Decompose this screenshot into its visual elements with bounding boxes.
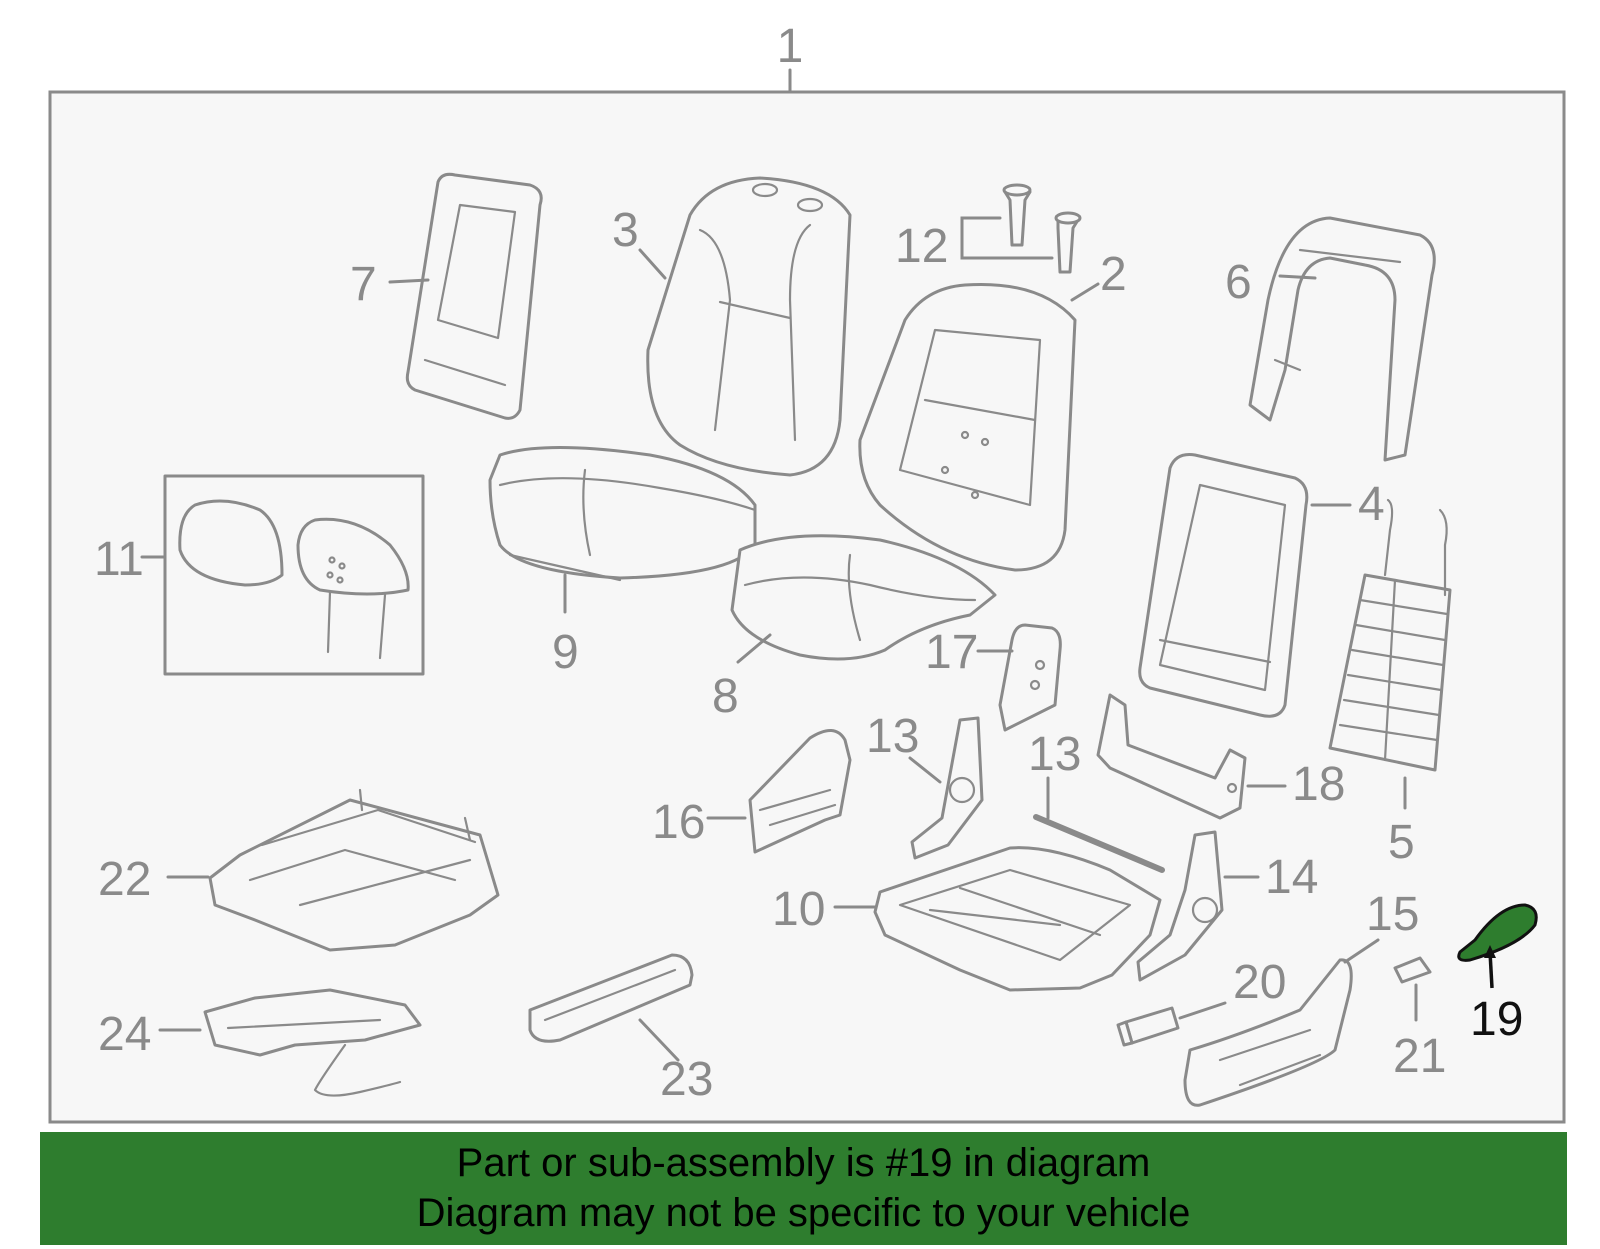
callout-23: 23 (660, 1053, 713, 1106)
part-18-cross-member (1096, 693, 1247, 820)
banner-line-part-number: Part or sub-assembly is #19 in diagram (456, 1141, 1151, 1185)
part-17-bracket (998, 623, 1062, 732)
callout-7: 7 (350, 258, 377, 311)
callout-9: 9 (552, 626, 579, 679)
part-16-side-panel (748, 729, 852, 854)
callout-10: 10 (772, 883, 825, 936)
leader-8 (736, 633, 772, 664)
callout-16: 16 (652, 796, 705, 849)
leader-3 (638, 248, 667, 280)
callout-3: 3 (612, 204, 639, 257)
part-2-seat-back-pad (858, 282, 1077, 572)
callout-1: 1 (777, 20, 804, 73)
banner-line-disclaimer: Diagram may not be specific to your vehi… (416, 1191, 1191, 1235)
part-7-back-panel (405, 172, 543, 420)
leader-7 (388, 278, 430, 284)
leader-12 (960, 216, 1054, 260)
callout-14: 13 (1028, 728, 1081, 781)
callout-13b: 14 (1265, 851, 1318, 904)
part-9-cushion-cover (488, 446, 757, 582)
part-11-headrests (178, 499, 410, 660)
callout-19: 19 (1470, 993, 1523, 1046)
callout-20: 20 (1233, 956, 1286, 1009)
callout-17: 17 (925, 626, 978, 679)
part-13-recliner-upper (910, 716, 984, 860)
part-22-seat-adjuster (208, 788, 500, 952)
leader-2 (1070, 282, 1100, 302)
callout-18: 18 (1292, 758, 1345, 811)
callout-12: 12 (895, 220, 948, 273)
callout-2: 2 (1100, 248, 1127, 301)
part-4-seat-back-frame (1138, 453, 1309, 718)
callout-6: 6 (1225, 256, 1252, 309)
callout-24: 24 (98, 1008, 151, 1061)
part-21-knob (1393, 956, 1432, 984)
leader-23 (638, 1018, 680, 1062)
callout-8: 8 (712, 670, 739, 723)
leader-6 (1278, 274, 1317, 280)
callout-4: 4 (1358, 478, 1385, 531)
leader-20 (1178, 1001, 1227, 1020)
part-8-cushion-pad (730, 534, 997, 661)
info-banner: Part or sub-assembly is #19 in diagram D… (40, 1132, 1567, 1245)
leader-13a (908, 756, 942, 784)
part-13-recliner-lower (1136, 830, 1224, 982)
callout-11: 11 (94, 533, 144, 586)
callout-22: 22 (98, 853, 151, 906)
callout-21: 21 (1393, 1030, 1446, 1083)
part-14-rod (1033, 814, 1165, 873)
callout-15: 15 (1366, 888, 1419, 941)
part-20-switch (1116, 1006, 1180, 1047)
part-3-seat-back-cover (646, 176, 852, 477)
part-5-lumbar-support (1328, 498, 1452, 772)
callout-13a: 13 (866, 710, 919, 763)
part-15-side-shield (1183, 958, 1353, 1107)
leader-19-arrow (1484, 945, 1496, 958)
callout-5: 5 (1388, 816, 1415, 869)
part-23-trim-cover (528, 953, 694, 1043)
part-24-wiring-harness (203, 988, 422, 1097)
part-6-back-trim (1248, 216, 1436, 462)
part-19-handle-highlighted (1457, 903, 1538, 962)
part-12-bolts (1002, 183, 1082, 274)
leader-15 (1343, 938, 1380, 964)
part-10-cushion-frame (873, 846, 1162, 992)
